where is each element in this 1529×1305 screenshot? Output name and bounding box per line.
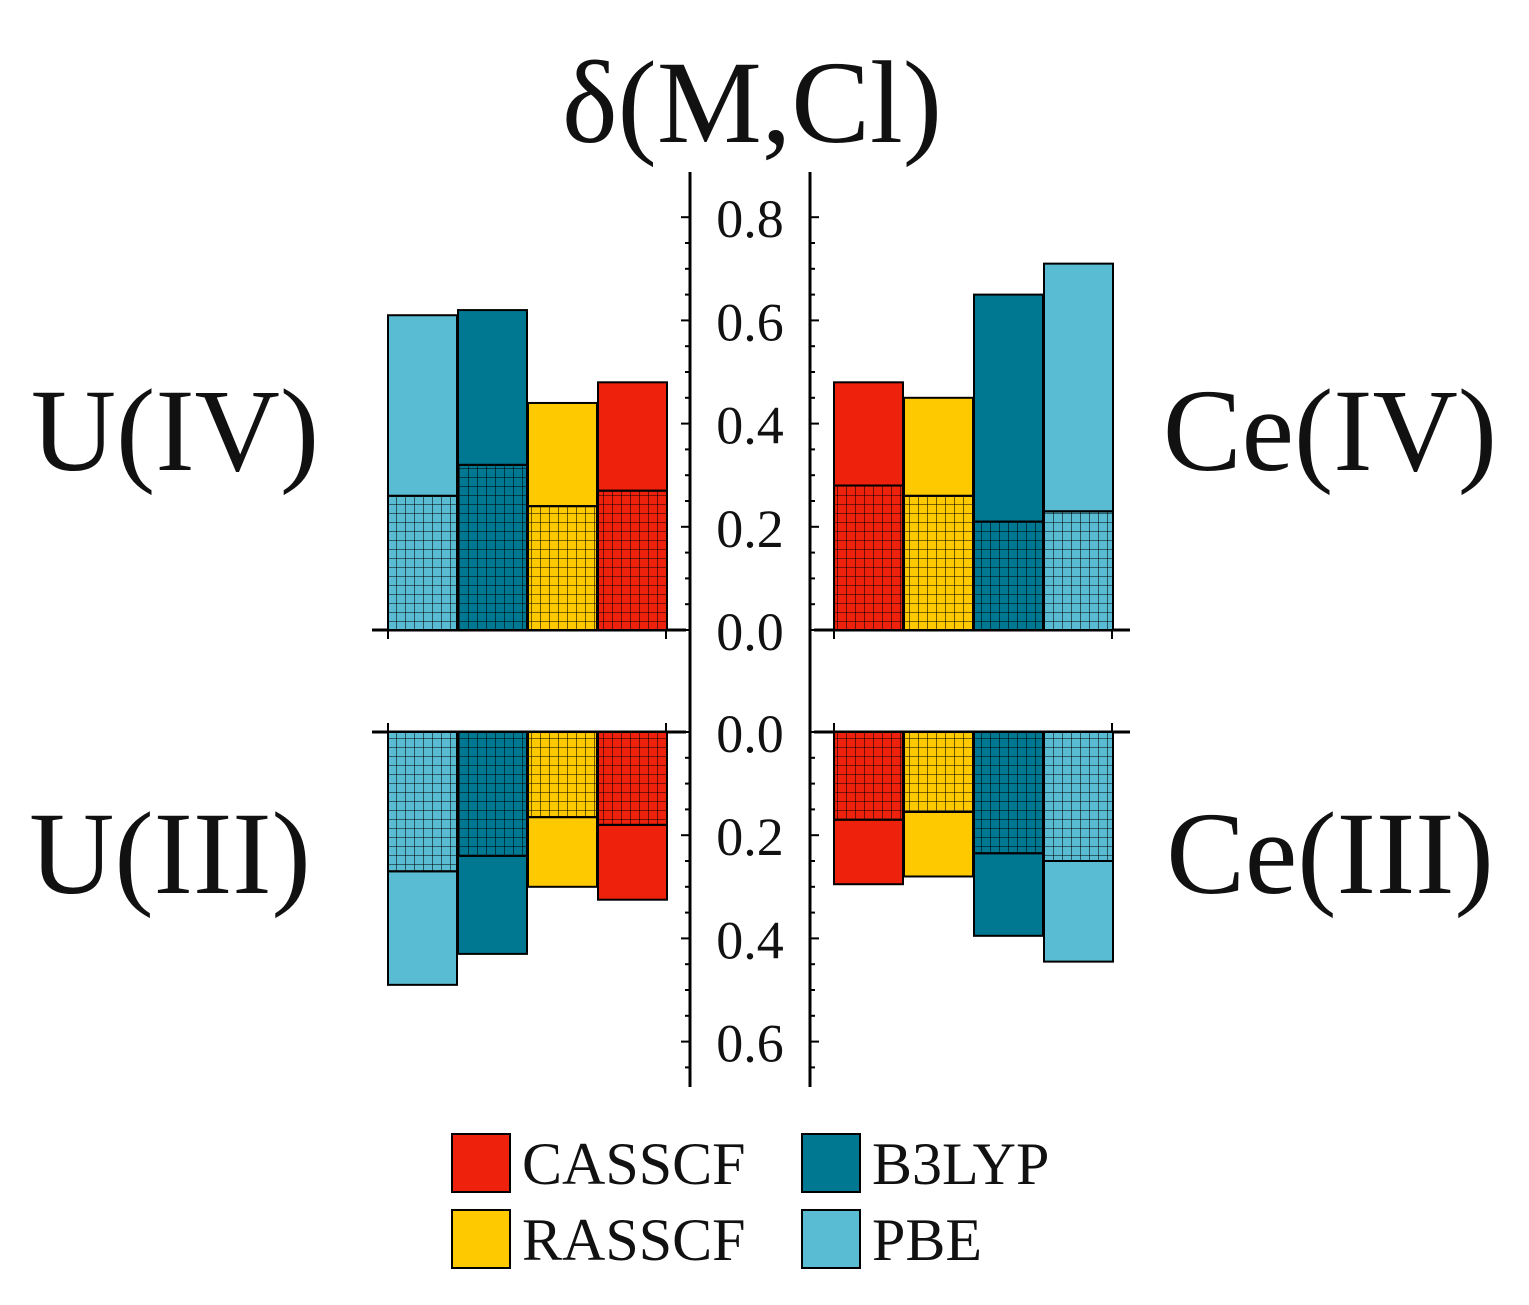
tick-label-upper: 0.6 — [716, 292, 784, 352]
legend-swatch-B3LYP — [801, 1133, 861, 1193]
legend-swatch-PBE — [801, 1209, 861, 1269]
tick-label-lower: 0.2 — [716, 807, 784, 867]
bar-hatch-grid-Ce(IV)-PBE — [1043, 510, 1114, 632]
tick-label-upper: 0.8 — [716, 189, 784, 249]
legend-label-RASSCF: RASSCF — [522, 1207, 745, 1273]
tick-label-upper: 0.0 — [716, 602, 784, 662]
bars-layer — [387, 262, 1114, 986]
bar-hatch-grid-U(III)-CASSCF — [597, 731, 668, 826]
tick-label-upper: 0.4 — [716, 396, 784, 456]
legend-label-PBE: PBE — [872, 1207, 982, 1273]
bar-hatch-grid-Ce(III)-B3LYP — [973, 731, 1044, 855]
chart-title: δ(M,Cl) — [562, 37, 942, 168]
tick-label-lower: 0.4 — [716, 910, 784, 970]
bar-hatch-grid-U(IV)-PBE — [387, 494, 458, 631]
panel-label-Ce(III): Ce(III) — [1166, 788, 1494, 919]
panel-label-U(III): U(III) — [29, 788, 311, 919]
bar-hatch-grid-U(IV)-CASSCF — [597, 489, 668, 631]
panel-labels: U(IV) Ce(IV) U(III) Ce(III) — [29, 365, 1497, 919]
panel-label-U(IV): U(IV) — [31, 365, 319, 496]
bar-hatch-grid-Ce(IV)-CASSCF — [833, 484, 904, 631]
bar-hatch-grid-Ce(IV)-B3LYP — [973, 520, 1044, 632]
legend-label-B3LYP: B3LYP — [872, 1131, 1049, 1197]
bar-hatch-grid-Ce(IV)-RASSCF — [903, 494, 974, 631]
legend-label-CASSCF: CASSCF — [522, 1131, 745, 1197]
tick-label-upper: 0.2 — [716, 499, 784, 559]
legend-swatch-RASSCF — [451, 1209, 511, 1269]
legend: CASSCF B3LYP RASSCF PBE — [451, 1131, 1049, 1273]
bar-hatch-grid-U(III)-PBE — [387, 731, 458, 873]
bar-hatch-grid-Ce(III)-RASSCF — [903, 731, 974, 813]
bar-hatch-grid-Ce(III)-PBE — [1043, 731, 1114, 862]
tick-label-lower: 0.6 — [716, 1014, 784, 1074]
bar-hatch-grid-U(III)-RASSCF — [527, 731, 598, 819]
bar-hatch-grid-U(IV)-RASSCF — [527, 505, 598, 631]
bar-hatch-grid-U(III)-B3LYP — [457, 731, 528, 857]
bar-hatch-grid-Ce(III)-CASSCF — [833, 731, 904, 821]
panel-label-Ce(IV): Ce(IV) — [1163, 365, 1497, 496]
tick-label-lower: 0.0 — [716, 704, 784, 764]
legend-swatch-CASSCF — [451, 1133, 511, 1193]
bar-hatch-grid-U(IV)-B3LYP — [457, 463, 528, 631]
